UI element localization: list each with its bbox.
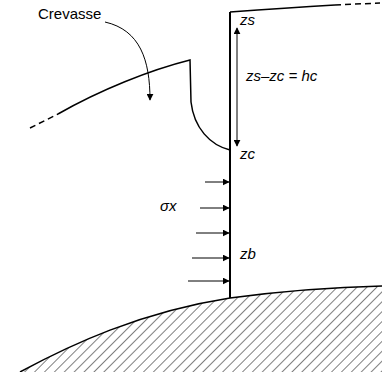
- stress-arrow: [200, 208, 229, 209]
- stress-arrow: [205, 182, 229, 183]
- stress-label: σx: [160, 198, 177, 215]
- depth-dimension: [237, 28, 238, 146]
- crevasse-depth: zs–zc = hc: [246, 68, 317, 85]
- stress-arrow: [196, 233, 229, 234]
- leader-line: [105, 22, 150, 100]
- bed-line: [20, 286, 382, 372]
- bed-elevation: zb: [240, 246, 256, 263]
- surface-line: [230, 5, 335, 12]
- surface-elevation: zs: [240, 12, 255, 29]
- surface-dashed: [30, 114, 58, 128]
- surface-dashed: [335, 3, 380, 5]
- crevasse-bottom: zc: [240, 146, 255, 163]
- crevasse-label: Crevasse: [38, 6, 101, 23]
- section-line: [229, 12, 231, 298]
- crevasse-outline: [58, 60, 230, 150]
- stress-arrow: [188, 281, 229, 282]
- bed-hatching: [20, 286, 382, 372]
- stress-arrow: [192, 258, 229, 259]
